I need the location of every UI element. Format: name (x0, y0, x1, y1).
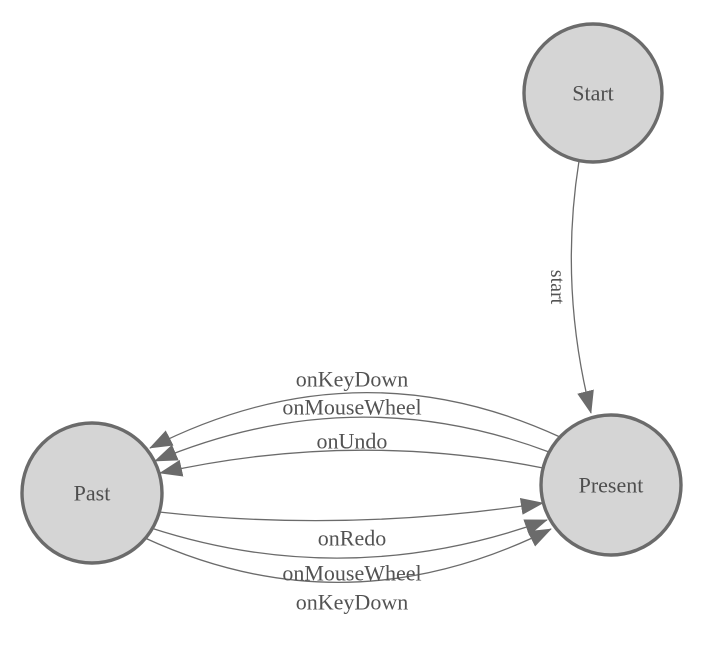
state-node-start-label: Start (572, 81, 614, 106)
state-node-start: Start (522, 22, 664, 164)
edge-label-onmousewheel-bottom: onMouseWheel (282, 561, 421, 586)
edge-present-to-past-onkeydown (149, 391, 561, 449)
edge-label-onredo: onRedo (318, 526, 386, 551)
edge-past-to-present-onkeydown (144, 528, 552, 584)
state-node-past: Past (20, 421, 164, 565)
edge-past-to-present-onmousewheel (150, 519, 548, 559)
edge-label-onkeydown-top: onKeyDown (296, 367, 408, 392)
state-node-present-label: Present (579, 473, 644, 498)
edge-label-onkeydown-bottom: onKeyDown (296, 590, 408, 615)
edge-present-to-past-onundo (159, 449, 544, 477)
edge-present-to-past-onmousewheel (154, 416, 550, 462)
state-node-start-circle (522, 22, 664, 164)
edge-label-onundo: onUndo (317, 429, 388, 454)
edge-label-onmousewheel-top: onMouseWheel (282, 395, 421, 420)
state-node-present: Present (539, 413, 683, 557)
edge-label-start: start (546, 270, 568, 305)
state-node-past-circle (20, 421, 164, 565)
state-node-past-label: Past (74, 481, 111, 506)
state-node-present-circle (539, 413, 683, 557)
edge-start-to-present (570, 160, 594, 414)
edge-past-to-present-onredo (158, 497, 544, 522)
